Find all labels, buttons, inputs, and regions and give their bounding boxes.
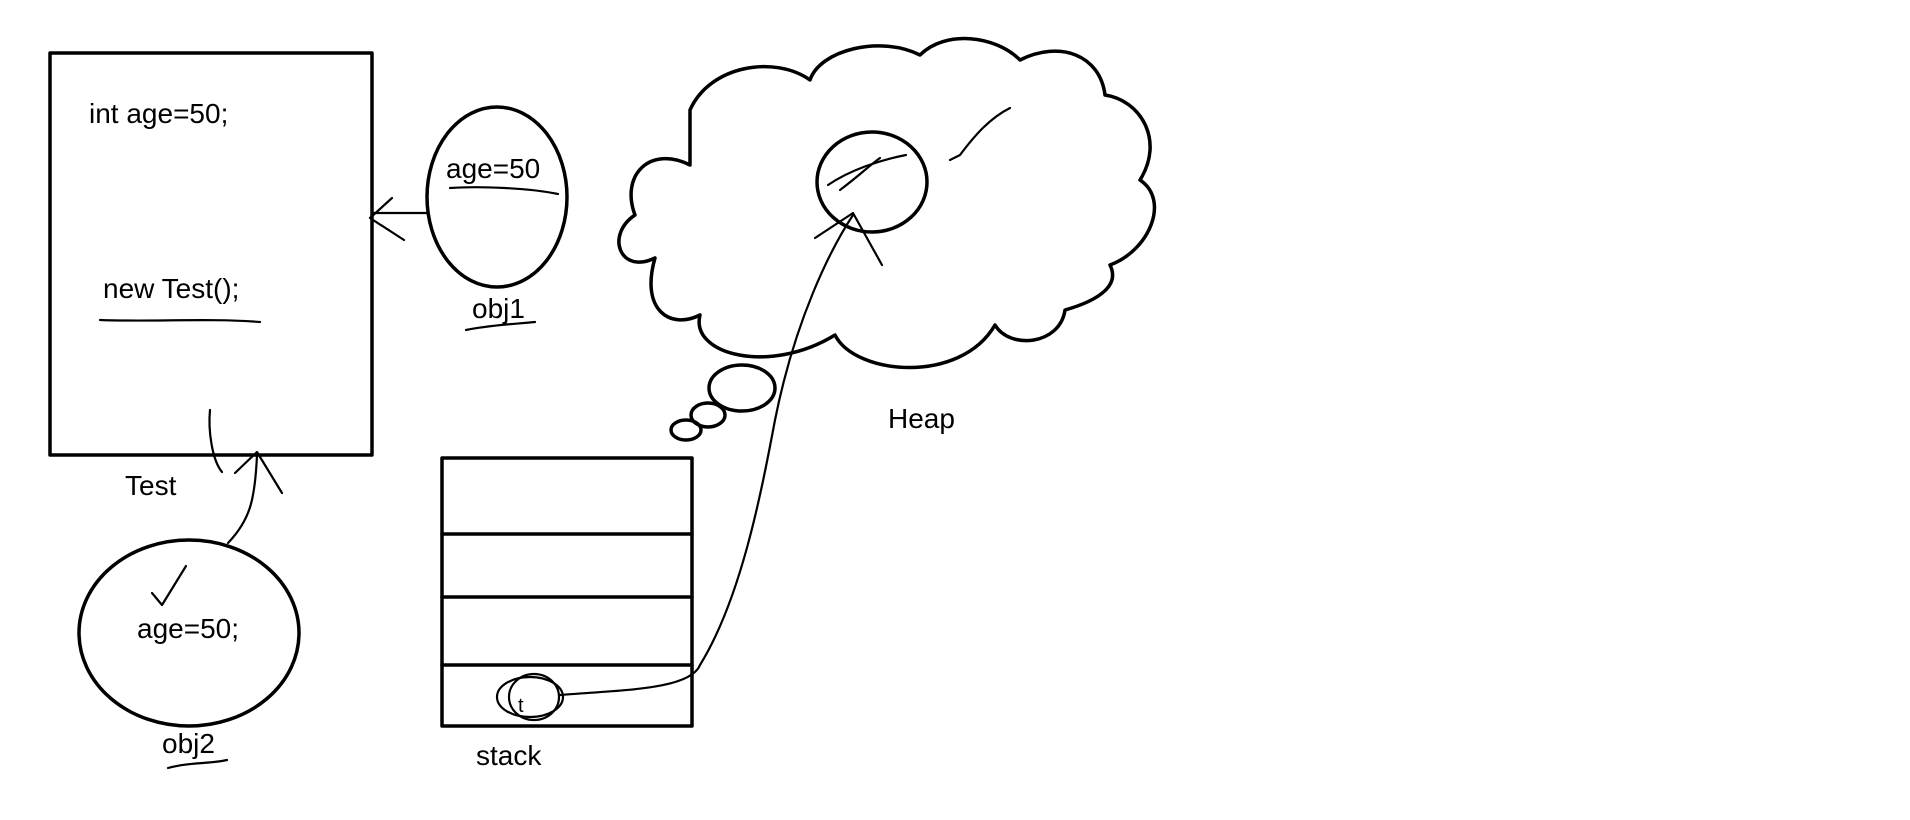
stack-block: t stack	[440, 211, 884, 771]
heap-object-strike	[826, 153, 908, 187]
obj2-arrow-scribble	[208, 408, 224, 474]
obj1-ellipse	[425, 105, 569, 289]
stack-to-heap-arrowhead	[813, 211, 884, 267]
stack-caption: stack	[476, 740, 542, 771]
test-code-line-1: int age=50;	[89, 98, 228, 129]
heap-object-strike-2	[838, 156, 882, 192]
heap-object-circle	[815, 130, 929, 234]
obj2-field: age=50;	[137, 613, 239, 644]
heap-cloud-outline	[617, 36, 1157, 370]
stack-reference-circle	[495, 675, 565, 719]
heap-cloud: Heap	[617, 36, 1157, 442]
obj2-to-test-arrow-line	[226, 453, 259, 545]
stack-rect	[440, 456, 694, 728]
stack-cell-mark: t	[518, 695, 524, 717]
heap-caption: Heap	[888, 403, 955, 434]
test-class-box: int age=50; new Test(); Test	[48, 51, 374, 501]
obj1-caption-underline	[464, 320, 537, 332]
obj1-field-underline	[448, 186, 560, 196]
test-code-underline	[98, 318, 262, 324]
obj2-caption-underline	[166, 758, 229, 770]
thought-bubble-small	[669, 418, 703, 442]
heap-tick-mark-icon	[948, 106, 1012, 162]
obj1-field: age=50	[446, 153, 540, 184]
obj2-ellipse	[77, 538, 301, 728]
obj1-to-test-arrowhead	[368, 196, 406, 242]
obj2-object: age=50; obj2	[77, 408, 301, 770]
test-class-caption: Test	[125, 470, 177, 501]
obj1-object: age=50 obj1	[368, 105, 569, 332]
test-class-rect	[48, 51, 374, 457]
obj1-caption: obj1	[472, 293, 525, 324]
obj2-check-mark-icon	[150, 564, 188, 607]
thought-bubble-large	[707, 363, 777, 413]
stack-to-heap-arrow-line	[558, 213, 855, 697]
thought-bubble-medium	[689, 401, 727, 429]
test-code-line-2: new Test();	[103, 273, 239, 304]
obj2-caption: obj2	[162, 728, 215, 759]
stack-reference-circle-2	[507, 672, 561, 722]
obj2-to-test-arrowhead	[233, 450, 284, 495]
